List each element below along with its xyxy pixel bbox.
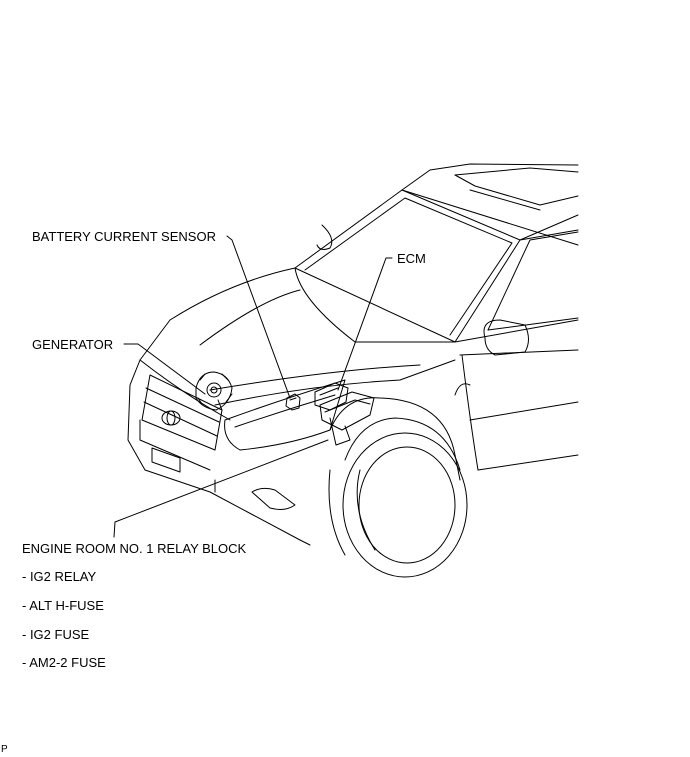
ecm-component xyxy=(314,382,349,411)
label-generator: GENERATOR xyxy=(32,337,114,352)
label-battery-current-sensor: BATTERY CURRENT SENSOR xyxy=(32,229,216,244)
label-alt-h-fuse: - ALT H-FUSE xyxy=(22,598,104,613)
leader-lines xyxy=(113,235,393,538)
relay-block-component xyxy=(319,391,375,446)
car-body xyxy=(127,163,579,578)
label-ig2-relay: - IG2 RELAY xyxy=(22,569,97,584)
label-am2-2-fuse: - AM2-2 FUSE xyxy=(22,655,106,670)
leader-relay-block xyxy=(113,439,329,538)
leader-battery-current-sensor xyxy=(226,235,291,399)
generator-component xyxy=(195,371,233,411)
label-relay-block: ENGINE ROOM NO. 1 RELAY BLOCK xyxy=(22,541,247,556)
battery-current-sensor-component xyxy=(285,393,301,411)
page-marker: P xyxy=(1,744,8,755)
label-ig2-fuse: - IG2 FUSE xyxy=(22,627,90,642)
label-ecm: ECM xyxy=(397,251,426,266)
leader-ecm xyxy=(337,257,393,391)
leader-generator xyxy=(123,343,206,395)
